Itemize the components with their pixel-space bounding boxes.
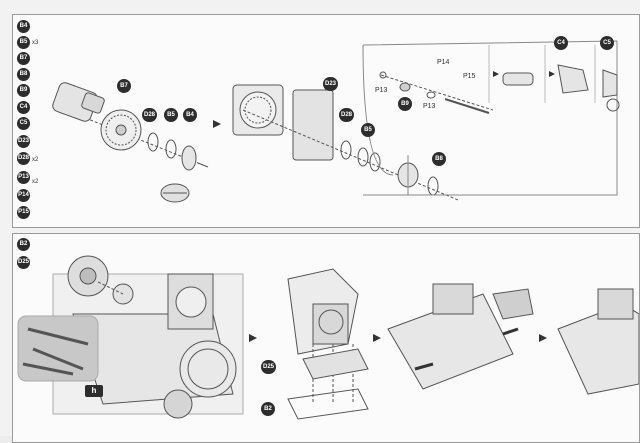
- part-qty-p13: x2: [32, 179, 39, 185]
- parts-list-bottom: B2 D25: [13, 234, 49, 442]
- part-label-b7: B7: [17, 52, 30, 65]
- part-label-d23: D23: [17, 135, 30, 148]
- assembly-drawing-bottom: [17, 255, 639, 420]
- part-qty-b5: x3: [32, 40, 39, 46]
- part-label-d25: D25: [17, 256, 30, 269]
- part-label-c4: C4: [17, 101, 30, 114]
- callout-b2: B2: [261, 402, 275, 416]
- callout-b7: B7: [117, 79, 131, 93]
- callout-d23: D23: [323, 77, 339, 91]
- callout-b9: B9: [398, 97, 412, 111]
- part-label-b9: B9: [17, 84, 30, 97]
- part-text-p14: P14: [437, 59, 450, 66]
- part-text-p13: P13: [375, 87, 388, 94]
- part-label-p15: P15: [17, 206, 30, 219]
- callout-b8: B8: [432, 152, 446, 166]
- callout-d28-second: D28: [339, 108, 355, 122]
- part-text-p15: P15: [463, 73, 476, 80]
- part-label-b8: B8: [17, 68, 30, 81]
- part-text-p13-second: P13: [423, 103, 436, 110]
- callout-b5: B5: [164, 108, 178, 122]
- part-label-b2: B2: [17, 238, 30, 251]
- part-label-b4: B4: [17, 20, 30, 33]
- assembly-drawing-top: [52, 40, 620, 203]
- callout-c5: C5: [600, 36, 614, 50]
- step-panel-top: B4 B5 x3 B7 B8 B9 C4 C5 D23 D28 x2 P13 x…: [12, 14, 640, 228]
- label-h: h: [85, 385, 103, 397]
- part-label-p13: P13: [17, 171, 30, 184]
- parts-list-top: B4 B5 x3 B7 B8 B9 C4 C5 D23 D28 x2 P13 x…: [13, 15, 49, 227]
- callout-d28: D28: [142, 108, 158, 122]
- step-panel-bottom: B2 D25: [12, 233, 640, 443]
- callout-c4: C4: [554, 36, 568, 50]
- part-label-p14: P14: [17, 189, 30, 202]
- callout-d25: D25: [261, 360, 277, 374]
- part-label-c5: C5: [17, 117, 30, 130]
- callout-b4: B4: [183, 108, 197, 122]
- part-label-b5: B5: [17, 36, 30, 49]
- part-label-d28: D28: [17, 152, 30, 165]
- part-qty-d28: x2: [32, 157, 39, 163]
- callout-b5-second: B5: [361, 123, 375, 137]
